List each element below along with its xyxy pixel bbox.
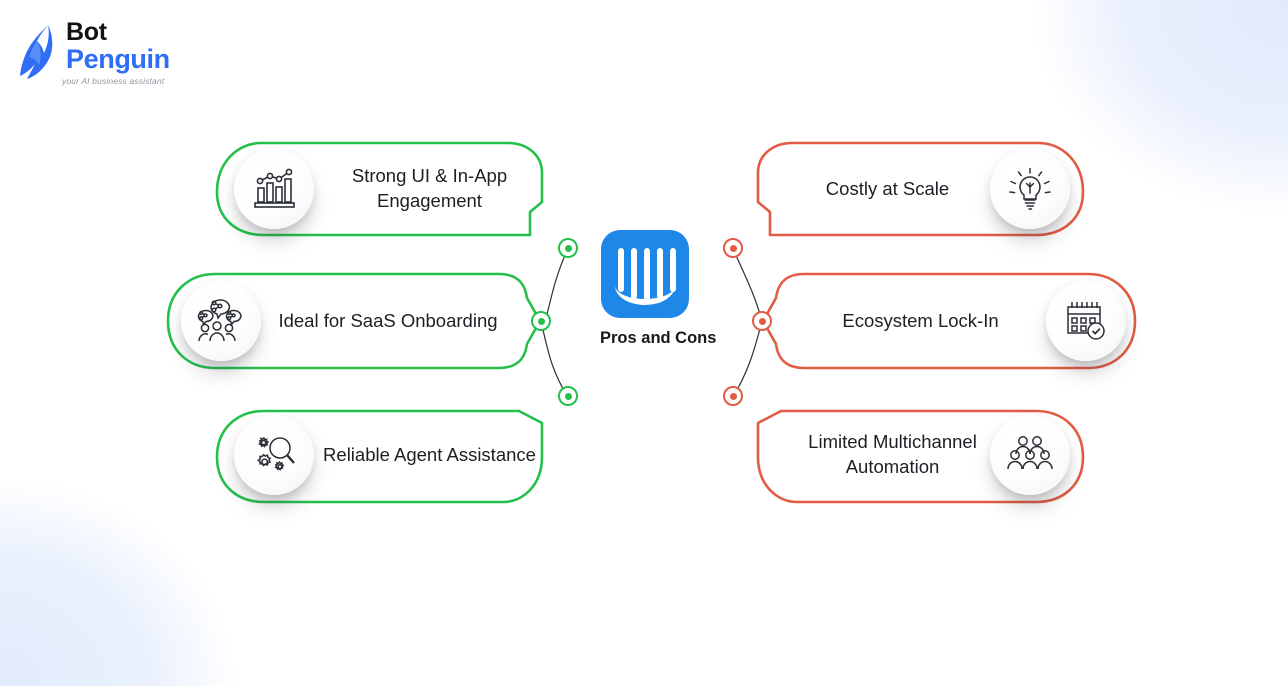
connector-dot-con-2[interactable] [752,311,772,331]
con-card-3[interactable]: Limited Multichannel Automation [740,405,1088,505]
center-node: Pros and Cons [600,230,717,348]
connector-dot-con-3[interactable] [723,386,743,406]
pro-card-1-label: Strong UI & In-App Engagement [351,165,508,211]
penguin-icon [20,25,53,79]
connector-dot-pro-2[interactable] [531,311,551,331]
pro-card-2[interactable]: Ideal for SaaS Onboarding [163,271,545,371]
people-group-icon [990,415,1070,495]
pro-card-2-outline [166,272,542,370]
center-label: Pros and Cons [600,329,717,347]
con-card-1[interactable]: Costly at Scale [740,140,1088,238]
pro-card-3[interactable]: Reliable Agent Assistance [212,405,560,505]
brand-wordmark: Bot Penguin [66,18,170,74]
connector-dot-con-1[interactable] [723,238,743,258]
con-card-2[interactable]: Ecosystem Lock-In [758,271,1140,371]
con-card-2-label: Ecosystem Lock-In [842,309,999,331]
bar-chart-growth-icon [234,149,314,229]
connector-dot-pro-1[interactable] [558,238,578,258]
brand-logo[interactable]: Bot Penguin your AI business assistant [18,18,278,88]
lightbulb-icon [990,149,1070,229]
connector-dot-pro-3[interactable] [558,386,578,406]
con-card-3-label: Limited Multichannel Automation [808,431,977,477]
brand-name-line2: Penguin [66,44,170,74]
pro-card-2-label: Ideal for SaaS Onboarding [278,309,498,331]
brand-tagline: your AI business assistant [62,76,165,86]
pro-card-1[interactable]: Strong UI & In-App Engagement [212,140,560,238]
con-card-1-label: Costly at Scale [825,177,950,199]
pro-card-3-label: Reliable Agent Assistance [323,443,536,465]
brand-name-line1: Bot [66,18,107,46]
gears-magnifier-icon [234,415,314,495]
people-share-bubbles-icon [181,281,261,361]
calendar-check-icon [1046,281,1126,361]
intercom-logo-icon [601,230,689,318]
con-card-2-outline [761,272,1137,370]
